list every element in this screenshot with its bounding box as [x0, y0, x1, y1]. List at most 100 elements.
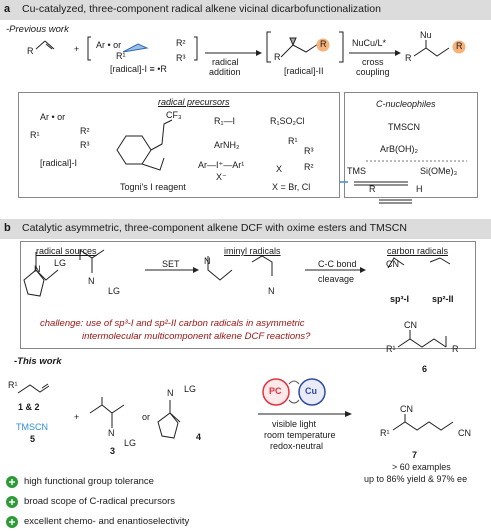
x-label: X: [276, 164, 283, 174]
R-label: R: [274, 52, 281, 62]
cn-label: CN: [400, 404, 413, 414]
radical-source-structures: [23, 249, 273, 297]
carbon-radical-structures: [387, 257, 451, 269]
n-label: N: [88, 276, 95, 286]
challenge-line-2: intermolecular multicomponent alkene DCF…: [82, 331, 311, 342]
cc-bond-label: C-C bond: [318, 259, 357, 269]
compound-1-2: 1 & 2: [18, 402, 40, 412]
section-letter: a: [4, 3, 11, 15]
x-br-cl-label: X = Br, Cl: [272, 182, 311, 192]
R-circle-label: R: [320, 39, 327, 49]
section-title: Cu-catalyzed, three-component radical al…: [22, 3, 381, 15]
cu-label: Cu: [305, 386, 317, 396]
examples-label: > 60 examples: [392, 462, 451, 472]
r3-label: R³: [80, 140, 90, 150]
product-a-structure: [413, 40, 450, 57]
plus-sign: +: [74, 412, 80, 422]
r3-label: R³: [304, 146, 314, 156]
cf3-label: CF₃: [166, 110, 182, 120]
arrow-label: coupling: [356, 67, 390, 77]
tmscn-label: TMSCN: [388, 122, 420, 132]
n-label: N: [34, 264, 41, 274]
radical-II-bracket: [266, 31, 344, 63]
compound-5: 5: [30, 434, 36, 444]
orange-R-circle: [316, 38, 330, 52]
r-label: R: [452, 344, 459, 354]
n-label: N: [268, 286, 275, 296]
r1-label: R¹: [380, 428, 390, 438]
product-7-structure: [392, 414, 454, 431]
r1-label: R¹: [8, 380, 18, 390]
radical-II-label: [radical]-II: [284, 66, 324, 76]
r1-label: R¹: [386, 344, 396, 354]
radical-sources-heading: radical sources: [36, 246, 97, 256]
togni-label: Togni's I reagent: [120, 182, 186, 192]
ar-or-label: Ar • or: [40, 112, 66, 122]
alkene-structure: [35, 40, 55, 50]
togni-structure: [116, 119, 173, 171]
rso2cl-label: R₁SO₂Cl: [270, 116, 305, 126]
section-title: Catalytic asymmetric, three-component al…: [22, 222, 407, 234]
x-minus-label: X⁻: [216, 172, 227, 182]
ar-i-label: Ar—I⁺—Ar¹: [198, 160, 245, 170]
r2-label: R²: [80, 126, 90, 136]
condition-1: visible light: [272, 419, 317, 429]
tmscn-label: TMSCN: [16, 422, 48, 432]
ar-or-label: Ar • or: [96, 40, 122, 50]
arrowhead: [256, 50, 262, 56]
nucleophiles-heading: C-nucleophiles: [376, 99, 436, 109]
yield-label: up to 86% yield & 97% ee: [364, 474, 468, 484]
challenge-line-1: challenge: use of sp³-I and sp²-II carbo…: [40, 318, 305, 329]
rfi-label: R₁—I: [214, 116, 236, 126]
r1-label: R¹: [30, 130, 40, 140]
cn-label: CN: [404, 320, 417, 330]
radical-I-bracket: [87, 36, 198, 61]
R-label: R: [27, 46, 34, 56]
lg-label: LG: [184, 384, 197, 394]
R-label: R: [405, 53, 412, 63]
this-work-structures: [17, 383, 181, 439]
sp3-label: sp³-I: [390, 294, 409, 304]
lg-label: LG: [54, 258, 67, 268]
arnh2-label: ArNH₂: [214, 140, 240, 150]
product-6-structure: [397, 330, 447, 348]
feature-item: broad scope of C-radical precursors: [24, 496, 176, 507]
compound-4: 4: [196, 432, 202, 442]
cn-label: CN: [458, 428, 471, 438]
sp2-label: sp²-II: [432, 294, 454, 304]
section-letter: b: [4, 222, 11, 234]
plus-sign: +: [74, 44, 80, 54]
arrow-label: cross: [362, 57, 384, 67]
nucu-label: NuCu/L*: [352, 38, 387, 48]
lg-label: LG: [124, 438, 137, 448]
cleavage-label: cleavage: [318, 274, 355, 284]
precursors-heading: radical precursors: [158, 97, 230, 107]
previous-work-label: -Previous work: [6, 24, 69, 35]
radical-precursors-box: [18, 92, 340, 198]
compound-6: 6: [422, 364, 428, 374]
r1-label: R¹: [116, 51, 126, 61]
si-label: Si(OMe)₃: [420, 166, 458, 176]
arrow-label: addition: [209, 67, 241, 77]
pc-circle: [262, 378, 290, 406]
set-label: SET: [162, 259, 180, 269]
nucleophiles-box: [344, 92, 478, 198]
compound-3: 3: [110, 446, 116, 456]
cu-circle: [298, 378, 326, 406]
feature-item: excellent chemo- and enantioselectivity: [24, 516, 190, 527]
h-label: H: [416, 184, 423, 194]
n-label: N: [204, 256, 211, 266]
R-circle-label: R: [456, 41, 463, 51]
alkyne-lines: [354, 181, 412, 204]
nu-label: Nu: [420, 30, 432, 40]
radical-I-eq-label: [radical]-I ≡ •R: [110, 64, 167, 74]
r2-label: R²: [176, 38, 186, 48]
n-label: N: [167, 388, 174, 398]
carbon-heading: carbon radicals: [387, 246, 449, 256]
r1-label: R¹: [288, 136, 298, 146]
arboh2-label: ArB(OH)₂: [380, 144, 418, 154]
r2-label: R²: [304, 162, 314, 172]
section-a-header: a Cu-catalyzed, three-component radical …: [0, 0, 491, 20]
radical-I-label: [radical]-I: [40, 158, 78, 168]
